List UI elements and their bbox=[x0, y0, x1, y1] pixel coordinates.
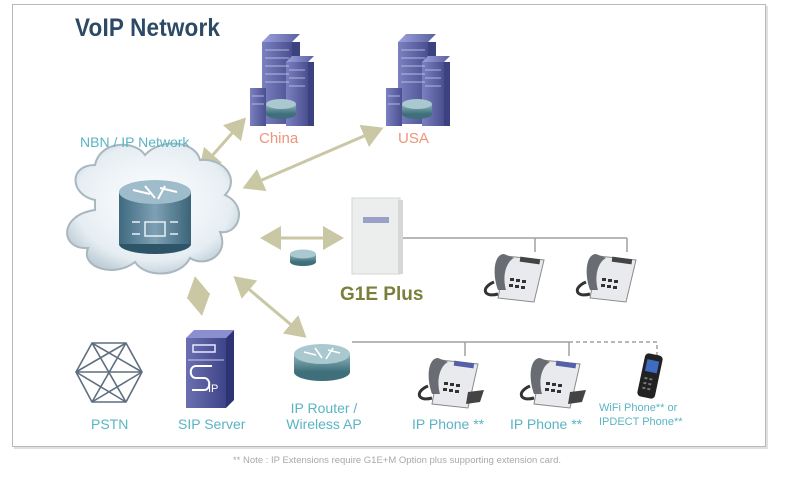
sip-server-icon: IP bbox=[186, 330, 234, 408]
ip-router-label: IP Router / Wireless AP bbox=[284, 400, 364, 432]
connection-arrows bbox=[186, 117, 384, 338]
extension-phone-2-icon bbox=[575, 254, 637, 303]
wifi-phone-label: WiFi Phone** or IPDECT Phone** bbox=[599, 401, 683, 429]
arrow-network-china bbox=[199, 117, 246, 171]
arrow-network-sip bbox=[186, 276, 211, 316]
gateway-router-icon bbox=[290, 249, 316, 266]
usa-building-icon bbox=[386, 34, 450, 126]
g1e-label: G1E Plus bbox=[340, 284, 424, 305]
footnote: ** Note : IP Extensions require G1E+M Op… bbox=[233, 455, 562, 466]
ip-phone-2-icon bbox=[519, 358, 586, 409]
pbx-extension-wiring bbox=[403, 237, 628, 252]
ip-router-icon bbox=[294, 344, 350, 381]
pstn-hexagon-icon bbox=[75, 342, 143, 403]
sip-icon-text: IP bbox=[208, 383, 218, 395]
page-title: VoIP Network bbox=[75, 14, 221, 42]
wifi-phone-icon bbox=[637, 353, 663, 399]
g1e-pbx-cabinet-icon bbox=[351, 197, 403, 275]
wifi-phone-label-line1: WiFi Phone** or bbox=[599, 402, 678, 414]
network-label: NBN / IP Network bbox=[80, 134, 190, 150]
cloud-router-icon bbox=[66, 142, 240, 275]
sip-server-label: SIP Server bbox=[178, 416, 246, 432]
wifi-phone-label-line2: IPDECT Phone** bbox=[599, 416, 683, 428]
pstn-label: PSTN bbox=[91, 416, 129, 432]
ip-phone-1-label: IP Phone ** bbox=[412, 416, 485, 432]
ip-phone-2-label: IP Phone ** bbox=[510, 416, 583, 432]
usa-label: USA bbox=[398, 130, 429, 147]
ip-router-label-line2: Wireless AP bbox=[286, 416, 362, 432]
extension-phone-1-icon bbox=[483, 254, 545, 303]
ip-phone-1-icon bbox=[417, 358, 484, 409]
china-label: China bbox=[259, 130, 299, 147]
arrow-network-iprouter bbox=[233, 276, 307, 338]
ip-extension-wiring bbox=[352, 341, 658, 356]
ip-router-label-line1: IP Router / bbox=[290, 400, 358, 416]
arrow-network-usa bbox=[242, 124, 384, 192]
china-building-icon bbox=[250, 34, 314, 126]
